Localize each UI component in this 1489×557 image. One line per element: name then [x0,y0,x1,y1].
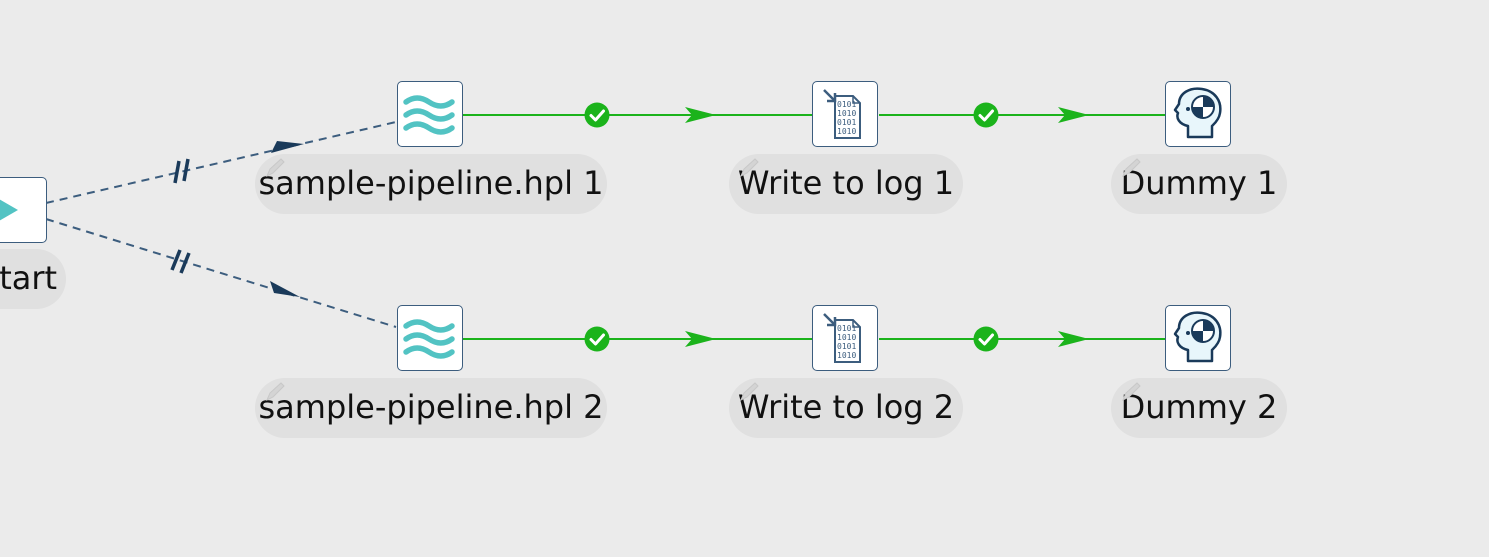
success-check-icon [972,101,1000,129]
hop-log-1-to-dummy-1[interactable] [879,101,1165,129]
success-check-icon [583,101,611,129]
write-log-binary-icon: 0101 1010 0101 1010 [823,89,861,139]
pencil-icon [740,158,759,178]
pipeline-1-node[interactable] [397,81,463,147]
start-label[interactable]: Start [0,249,66,309]
write-log-1-label[interactable]: Write to log 1 [729,154,963,214]
success-check-icon [972,325,1000,353]
svg-text:1010: 1010 [837,333,856,342]
dummy-2-label[interactable]: Dummy 2 [1111,378,1287,438]
svg-text:0101: 0101 [837,118,856,127]
pencil-icon [740,382,759,402]
dummy-head-icon [1173,311,1222,363]
hop-pipeline-2-to-log-2[interactable] [463,325,812,353]
hop-start-to-pipeline-2[interactable] [45,218,397,328]
pipeline-1-label[interactable]: sample-pipeline.hpl 1 [255,154,607,214]
svg-text:0101: 0101 [837,324,856,333]
start-play-icon [0,199,18,221]
svg-text:0101: 0101 [837,100,856,109]
pipeline-2-label[interactable]: sample-pipeline.hpl 2 [255,378,607,438]
dummy-1-node[interactable] [1165,81,1231,147]
svg-text:0101: 0101 [837,342,856,351]
pencil-icon [266,158,285,178]
hop-pipeline-1-to-log-1[interactable] [463,101,812,129]
svg-text:1010: 1010 [837,109,856,118]
pencil-icon [1122,382,1141,402]
write-log-1-node[interactable]: 0101 1010 0101 1010 [812,81,878,147]
svg-text:1010: 1010 [837,351,856,360]
dummy-1-label[interactable]: Dummy 1 [1111,154,1287,214]
write-log-2-label[interactable]: Write to log 2 [729,378,963,438]
write-log-2-node[interactable]: 0101 1010 0101 1010 [812,305,878,371]
dummy-head-icon [1173,87,1222,139]
success-check-icon [583,325,611,353]
hop-log-2-to-dummy-2[interactable] [879,325,1165,353]
hop-start-to-pipeline-1[interactable] [45,121,397,204]
start-node[interactable] [0,177,47,243]
pipeline-waves-icon [403,95,455,135]
pencil-icon [266,382,285,402]
pipeline-2-node[interactable] [397,305,463,371]
dummy-2-node[interactable] [1165,305,1231,371]
svg-text:1010: 1010 [837,127,856,136]
pencil-icon [1122,158,1141,178]
write-log-binary-icon: 0101 1010 0101 1010 [823,313,861,363]
pipeline-waves-icon [403,319,455,359]
